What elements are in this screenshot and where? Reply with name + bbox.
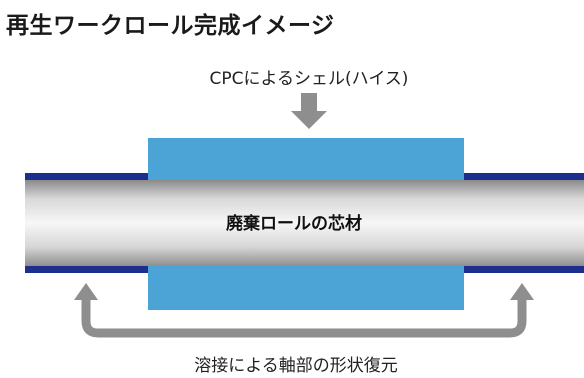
core-label: 廃棄ロールの芯材 [226,213,362,234]
restore-label: 溶接による軸部の形状復元 [194,356,398,376]
page-title: 再生ワークロール完成イメージ [6,13,335,39]
u-arrow-path [81,297,527,338]
down-arrow-icon [291,93,327,129]
left-up-arrow-icon [74,283,98,300]
right-axle-band-bottom [464,266,584,273]
right-up-arrow-icon [510,283,534,300]
shell-label: CPCによるシェル(ハイス) [210,69,409,89]
left-axle-band-top [25,173,148,180]
left-axle-band-bottom [25,266,148,273]
core-shaft [25,180,584,266]
right-axle-band-top [464,173,584,180]
